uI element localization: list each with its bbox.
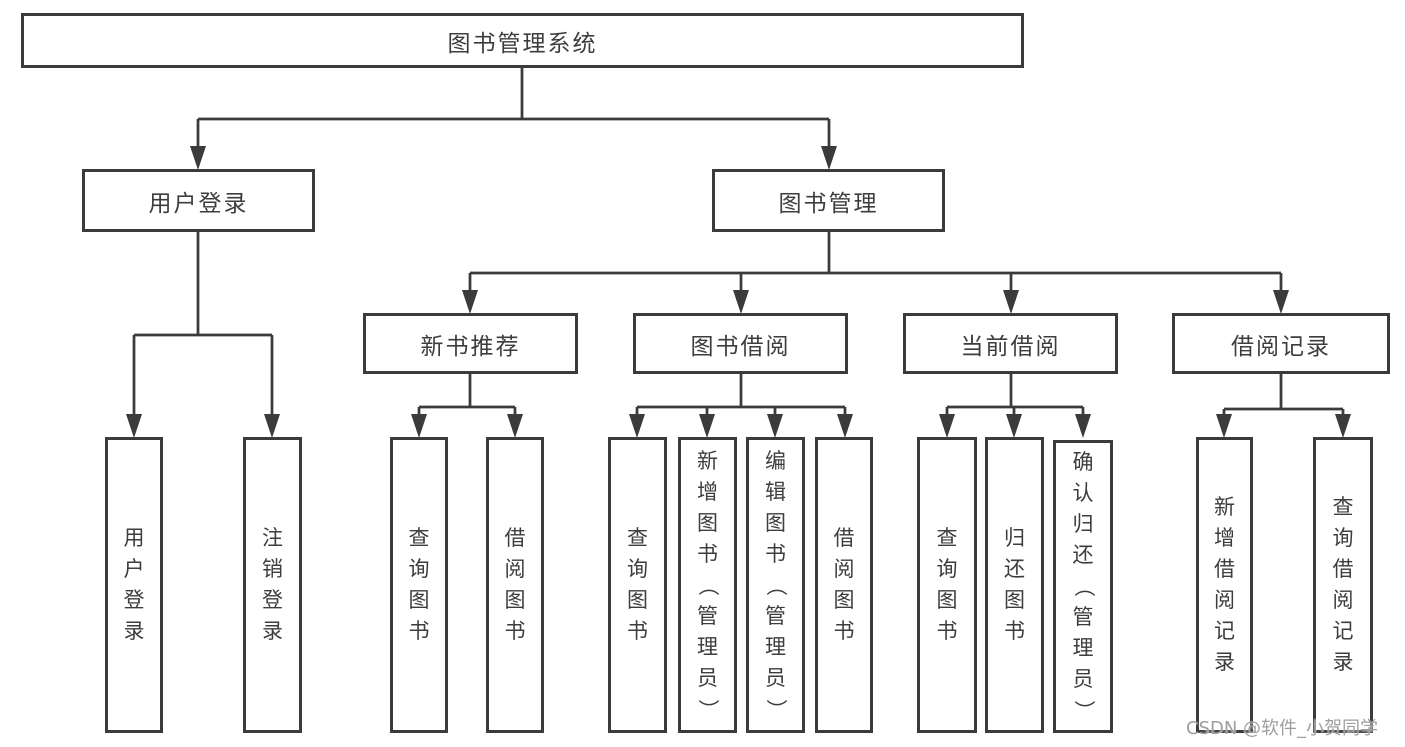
leaf-logout: 注销登录 [243,437,302,733]
leaf-borrow-books-recommend: 借阅图书 [486,437,544,733]
leaf-query-books-borrow-label: 查询图书 [627,526,648,643]
leaf-query-books-current-label: 查询图书 [936,526,958,643]
leaf-query-books-current: 查询图书 [917,437,977,733]
arrowhead-icon [767,414,783,438]
leaf-query-books-recommend: 查询图书 [390,437,448,733]
arrowhead-icon [1006,414,1022,438]
leaf-query-borrow-record: 查询借阅记录 [1313,437,1373,733]
connector-new-book-children [411,374,523,438]
arrowhead-icon [939,414,955,438]
node-borrow-records-label: 借阅记录 [1231,333,1331,360]
leaf-borrow-books: 借阅图书 [815,437,873,733]
node-new-book-recommend: 新书推荐 [363,313,578,374]
connector-user-login-children [126,232,280,438]
arrowhead-icon [629,414,645,438]
node-new-book-recommend-label: 新书推荐 [420,333,521,360]
node-borrow-records: 借阅记录 [1172,313,1390,374]
leaf-return-books-label: 归还图书 [1004,526,1025,643]
arrowhead-icon [1216,414,1232,438]
leaf-borrow-books-recommend-label: 借阅图书 [504,526,526,643]
node-book-borrow-label: 图书借阅 [690,333,791,360]
leaf-add-books-admin: 新增图书（管理员） [678,437,737,733]
connector-book-management-children [462,232,1289,314]
arrowhead-icon [1003,290,1019,314]
connector-book-borrow-children [629,374,853,438]
leaf-return-books: 归还图书 [985,437,1044,733]
leaf-logout-label: 注销登录 [262,526,283,643]
leaf-confirm-return-admin-label: 确认归还（管理员） [1071,450,1096,721]
node-current-borrow: 当前借阅 [903,313,1118,374]
arrowhead-icon [1075,414,1091,438]
leaf-add-books-admin-label: 新增图书（管理员） [696,448,720,720]
arrowhead-icon [507,414,523,438]
leaf-borrow-books-label: 借阅图书 [833,526,855,643]
leaf-add-borrow-record: 新增借阅记录 [1196,437,1253,733]
node-book-management: 图书管理 [712,169,945,232]
arrowhead-icon [190,146,206,170]
leaf-edit-books-admin: 编辑图书（管理员） [746,437,805,733]
leaf-user-login: 用户登录 [105,437,163,733]
connector-root-to-level2 [190,68,837,170]
arrowhead-icon [1273,290,1289,314]
leaf-edit-books-admin-label: 编辑图书（管理员） [764,448,788,720]
leaf-user-login-label: 用户登录 [123,526,145,643]
arrowhead-icon [462,290,478,314]
connector-current-borrow-children [939,374,1091,438]
arrowhead-icon [821,146,837,170]
leaf-add-borrow-record-label: 新增借阅记录 [1214,495,1235,674]
node-current-borrow-label: 当前借阅 [960,333,1061,360]
arrowhead-icon [837,414,853,438]
arrowhead-icon [126,414,142,438]
node-book-borrow: 图书借阅 [633,313,848,374]
node-library-system: 图书管理系统 [21,13,1024,68]
arrowhead-icon [699,414,715,438]
csdn-watermark: CSDN @软件_小贺同学 [1186,718,1379,739]
node-user-login-label: 用户登录 [148,190,249,217]
leaf-query-borrow-record-label: 查询借阅记录 [1332,495,1354,674]
arrowhead-icon [733,290,749,314]
node-book-management-label: 图书管理 [778,190,879,217]
leaf-confirm-return-admin: 确认归还（管理员） [1053,440,1113,733]
leaf-query-books-recommend-label: 查询图书 [408,526,430,643]
arrowhead-icon [411,414,427,438]
leaf-query-books-borrow: 查询图书 [608,437,667,733]
arrowhead-icon [264,414,280,438]
node-user-login: 用户登录 [82,169,315,232]
node-library-system-label: 图书管理系统 [447,30,598,57]
connector-borrow-records-children [1216,374,1351,438]
arrowhead-icon [1335,414,1351,438]
